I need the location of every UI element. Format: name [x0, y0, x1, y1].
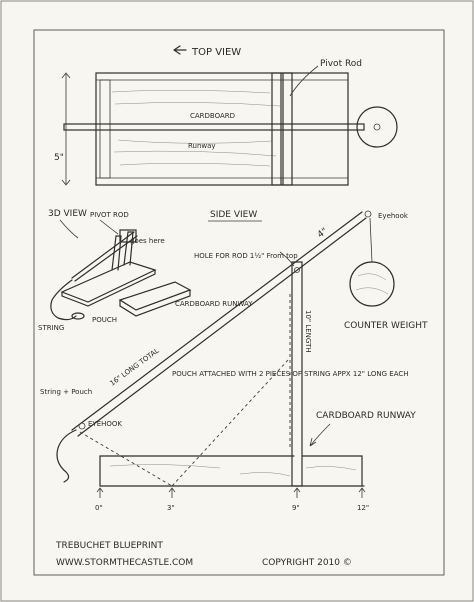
- top-view-board: [95, 72, 349, 186]
- view-3d-weight-box: [119, 229, 137, 243]
- side-view-marks: 0" 3" 9" 12": [95, 487, 369, 512]
- view-3d-arm: [71, 231, 138, 282]
- top-view-width-label: 5": [54, 153, 64, 163]
- side-view-pouch-note: POUCH ATTACHED WITH 2 PIECES OF STRING A…: [172, 370, 409, 378]
- view-3d-runway: [118, 281, 192, 317]
- mark-label: 9": [292, 504, 300, 512]
- footer-website: WWW.STORMTHECASTLE.COM: [56, 558, 193, 568]
- side-view-arm-short-label: 4": [316, 227, 330, 241]
- side-view-bottom-eyehook-icon: [78, 422, 86, 430]
- mark-arrow-icon: [96, 487, 104, 498]
- side-view-eyehook-bottom-label: EYEHOOK: [88, 420, 122, 428]
- side-view-counter-weight-label: COUNTER WEIGHT: [344, 321, 428, 331]
- mark-arrow-icon: [168, 487, 176, 498]
- side-view-hole-note: HOLE FOR ROD 1½" From top: [194, 252, 298, 260]
- side-view-pouch-strings: [79, 359, 289, 487]
- footer-title: TREBUCHET BLUEPRINT: [55, 541, 163, 551]
- side-view: SIDE VIEW HOLE FOR ROD 1½" From top Eyeh…: [40, 210, 428, 512]
- view-3d-pouch-label: POUCH: [92, 316, 117, 324]
- view-3d-pivot-rod-label: PIVOT ROD: [90, 211, 129, 219]
- view-3d: 3D VIEW PIVOT ROD goes here STRING POUCH…: [38, 209, 253, 332]
- mark-arrow-icon: [293, 487, 301, 498]
- drawing-frame: [33, 29, 445, 576]
- top-view-end-block: [99, 79, 111, 179]
- side-view-cardboard-runway-label: CARDBOARD RUNWAY: [316, 411, 416, 421]
- view-3d-cardboard-runway-label: CARDBOARD RUNWAY: [175, 300, 253, 308]
- top-view-cardboard-label: CARDBOARD: [190, 112, 235, 120]
- top-view-arm: [63, 123, 365, 131]
- view-3d-goes-here-label: goes here: [130, 237, 165, 245]
- side-view-arm: [71, 211, 367, 437]
- top-view-upright-right: [282, 72, 293, 186]
- side-view-top-eyehook-icon: [364, 210, 372, 218]
- mark-arrow-icon: [358, 487, 366, 498]
- mark-label: 3": [167, 504, 175, 512]
- footer-copyright: COPYRIGHT 2010 ©: [262, 558, 352, 568]
- side-view-upright: [291, 261, 303, 487]
- view-3d-string-label: STRING: [38, 324, 64, 332]
- side-view-string-pouch: [56, 429, 77, 483]
- side-view-string-pouch-label: String + Pouch: [40, 388, 92, 396]
- top-view-counterweight: [356, 106, 398, 148]
- side-view-rod-hole: [294, 267, 300, 273]
- side-view-eyehook-top-label: Eyehook: [378, 212, 409, 220]
- top-view-arrow-icon: [173, 45, 187, 55]
- top-view-title: TOP VIEW: [191, 47, 241, 58]
- footer: TREBUCHET BLUEPRINT WWW.STORMTHECASTLE.C…: [55, 541, 352, 568]
- side-view-title: SIDE VIEW: [210, 210, 257, 220]
- side-view-counterweight: [349, 261, 395, 307]
- mark-label: 12": [357, 504, 369, 512]
- side-view-upright-length-label: 10" LENGTH: [304, 310, 312, 353]
- top-view-upright-left: [271, 72, 282, 186]
- top-view: TOP VIEW Pivot Rod CARDBOARD Runway 5": [54, 45, 398, 186]
- view-3d-pouch: [71, 312, 85, 320]
- top-view-runway-label: Runway: [188, 142, 216, 150]
- view-3d-title: 3D VIEW: [48, 209, 87, 219]
- side-view-arm-total-label: 16" LONG TOTAL: [108, 347, 160, 388]
- top-view-pivot-rod-label: Pivot Rod: [320, 59, 362, 69]
- side-view-weight-string: [369, 217, 373, 263]
- mark-label: 0": [95, 504, 103, 512]
- side-view-runway: [99, 455, 363, 487]
- view-3d-string: [50, 279, 77, 321]
